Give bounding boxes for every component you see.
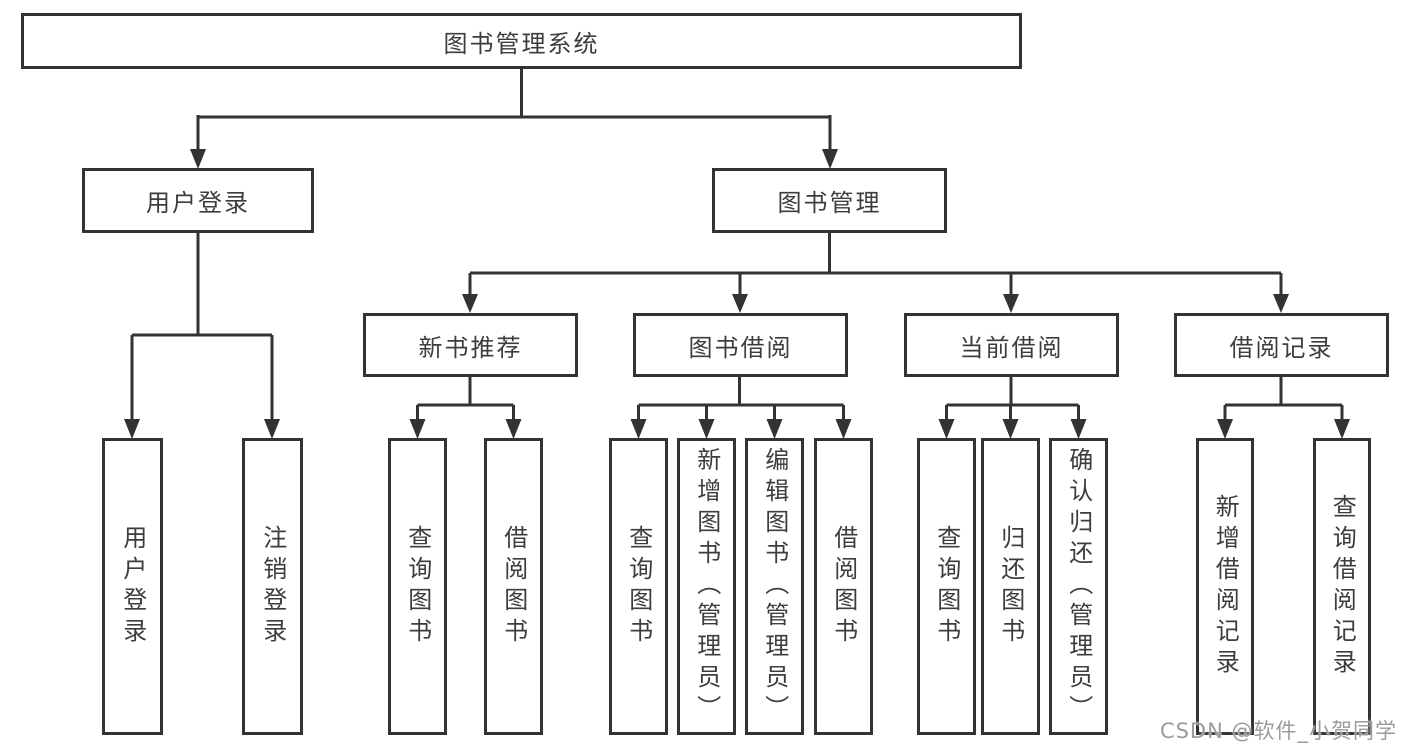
node-leaf-logout: 注销登录 [242, 438, 303, 735]
node-label: 当前借阅 [959, 333, 1064, 362]
node-library-system: 图书管理系统 [21, 13, 1022, 69]
node-leaf-add-book-admin: 新增图书（管理员） [677, 438, 736, 735]
node-leaf-user-login: 用户登录 [102, 438, 163, 735]
node-leaf-query-borrow-record: 查询借阅记录 [1313, 438, 1371, 735]
node-label: 确认归还（管理员） [1064, 447, 1093, 726]
node-label: 查询图书 [624, 524, 653, 649]
node-label: 借阅图书 [829, 524, 858, 649]
node-label: 借阅图书 [499, 524, 528, 649]
node-label: 新书推荐 [418, 333, 523, 362]
node-leaf-return-book: 归还图书 [981, 438, 1040, 735]
node-new-book-recommend: 新书推荐 [363, 313, 578, 377]
node-leaf-edit-book-admin: 编辑图书（管理员） [745, 438, 804, 735]
node-label: 图书借阅 [688, 333, 793, 362]
node-label: 用户登录 [118, 524, 147, 649]
node-leaf-query-book-1: 查询图书 [388, 438, 447, 735]
node-label: 查询图书 [403, 524, 432, 649]
node-leaf-confirm-return-admin: 确认归还（管理员） [1049, 438, 1108, 735]
node-leaf-borrow-book-1: 借阅图书 [484, 438, 543, 735]
node-borrow-records: 借阅记录 [1174, 313, 1389, 377]
node-label: 用户登录 [146, 189, 250, 217]
node-label: 图书管理 [777, 189, 882, 217]
node-label: 新增借阅记录 [1211, 493, 1240, 680]
node-current-borrow: 当前借阅 [904, 313, 1119, 377]
node-label: 借阅记录 [1229, 333, 1334, 362]
node-leaf-query-book-2: 查询图书 [609, 438, 668, 735]
node-label: 图书管理系统 [443, 29, 600, 58]
node-label: 归还图书 [996, 524, 1025, 649]
node-leaf-borrow-book-2: 借阅图书 [814, 438, 873, 735]
node-user-login: 用户登录 [82, 168, 314, 233]
node-label: 编辑图书（管理员） [760, 447, 789, 726]
node-leaf-add-borrow-record: 新增借阅记录 [1196, 438, 1254, 735]
node-leaf-query-book-3: 查询图书 [917, 438, 976, 735]
node-label: 注销登录 [258, 524, 287, 649]
csdn-watermark: CSDN @软件_小贺同学 [1159, 719, 1397, 743]
node-book-borrow: 图书借阅 [633, 313, 848, 377]
node-label: 查询图书 [932, 524, 961, 649]
node-book-management: 图书管理 [712, 168, 947, 233]
node-label: 查询借阅记录 [1328, 493, 1357, 680]
node-label: 新增图书（管理员） [692, 447, 721, 726]
